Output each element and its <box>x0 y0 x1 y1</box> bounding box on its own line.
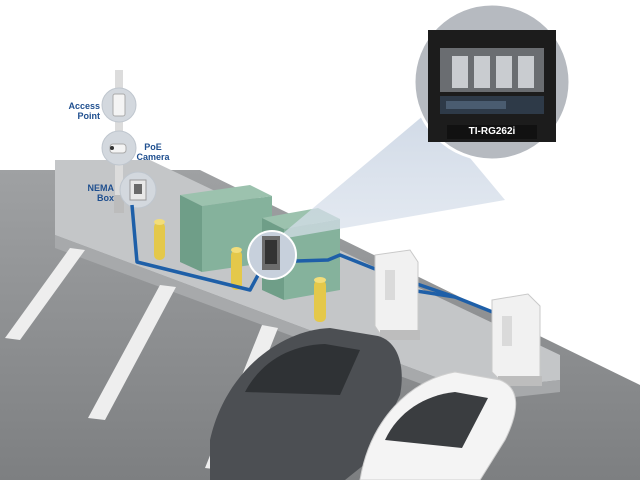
parking-line <box>88 285 176 420</box>
poe-camera-icon <box>101 130 137 166</box>
bollard <box>154 219 165 260</box>
switch-callout-bubble <box>247 230 297 280</box>
bollard <box>314 277 326 322</box>
access-point-icon <box>101 87 137 123</box>
ev-charger-icon <box>491 293 542 386</box>
car-icon <box>210 328 402 480</box>
device-model-label: TI-RG262i <box>447 125 537 139</box>
poe-camera-label: PoE Camera <box>136 142 170 162</box>
nema-box-icon <box>119 171 157 209</box>
pole-base <box>114 195 124 213</box>
bollard <box>231 247 242 290</box>
ev-charger-icon <box>374 249 420 340</box>
nema-box-label: NEMA Box <box>87 183 115 203</box>
rack-switch-icon <box>412 2 572 162</box>
parking-line <box>5 248 85 340</box>
network-cable <box>130 204 501 317</box>
access-point-label: Access Point <box>68 101 100 121</box>
car-icon <box>359 371 517 480</box>
